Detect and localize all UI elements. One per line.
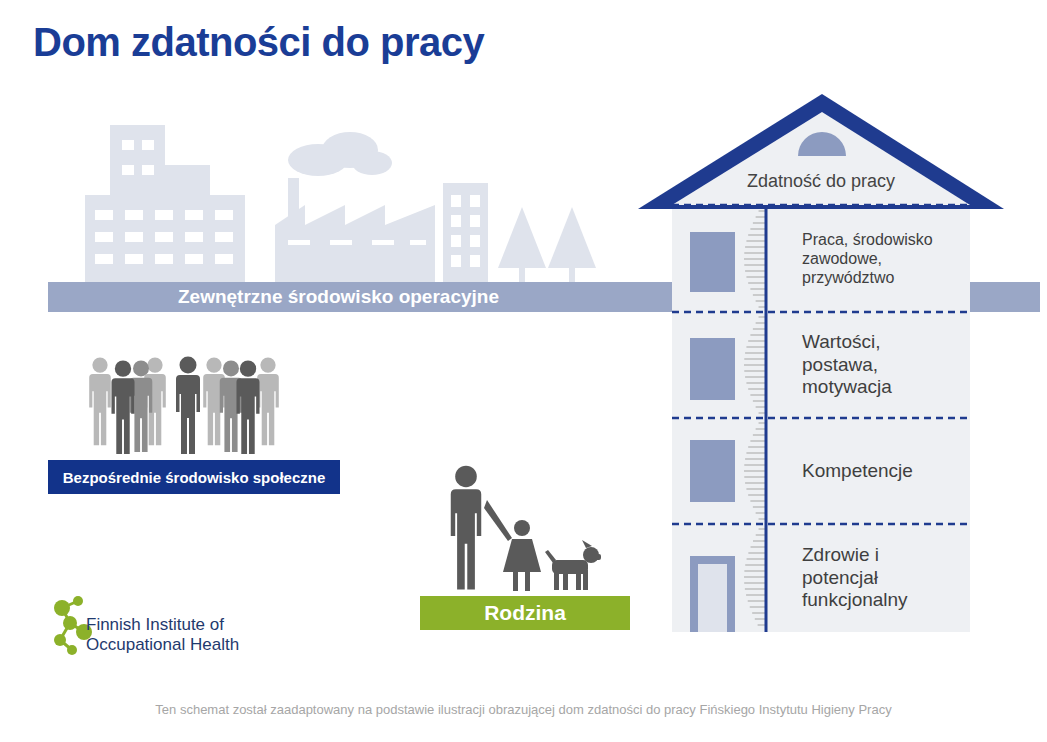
node-text: Kompetencje: [802, 460, 913, 483]
scale-tick: [744, 264, 766, 265]
scale-tick: [756, 428, 766, 429]
scale-tick: [750, 440, 766, 441]
scale-tick: [750, 228, 766, 229]
scale-tick: [756, 534, 766, 535]
city-silhouette: [85, 125, 596, 282]
scale-tick: [750, 606, 766, 607]
scale-tick: [753, 400, 766, 401]
scale-tick: [750, 394, 766, 395]
scale-tick: [744, 570, 766, 571]
caption: Ten schemat został zaadaptowany na podst…: [0, 702, 1047, 717]
environment-band: Zewnętrzne środowisko operacyjne: [48, 282, 672, 312]
scale-tick: [748, 388, 766, 389]
scale-tick: [745, 564, 766, 565]
scale-tick: [753, 222, 766, 223]
scale-tick: [746, 594, 766, 595]
scale-tick: [744, 582, 766, 583]
scale-tick: [746, 276, 766, 277]
scale-tick: [753, 294, 766, 295]
scale-tick: [744, 576, 766, 577]
text-block: Kompetencje: [672, 460, 913, 483]
text-block: Zdatność do pracy: [640, 171, 1002, 192]
scale-tick: [748, 446, 766, 447]
scale-tick: [745, 246, 766, 247]
scale-tick: [746, 382, 766, 383]
label-box: Rodzina: [420, 596, 630, 630]
band-extension: [968, 282, 1040, 312]
label-box: Bezpośrednie środowisko społeczne: [48, 460, 340, 494]
node-text: Bezpośrednie środowisko społeczne: [63, 469, 326, 486]
text-block: Rodzina: [476, 601, 574, 625]
scale-tick: [753, 328, 766, 329]
page-title: Dom zdatności do pracy: [33, 20, 484, 65]
scale-tick: [756, 512, 766, 513]
scale-tick: [747, 558, 766, 559]
family-figures: [451, 466, 601, 591]
scale-tick: [748, 494, 766, 495]
scale-tick: [746, 452, 766, 453]
scale-tick: [744, 370, 766, 371]
scale-tick: [755, 618, 766, 619]
scale-tick: [752, 612, 766, 613]
house-floor: Zdrowie i potencjał funkcjonalny: [672, 524, 970, 632]
scale-tick: [748, 282, 766, 283]
text-block: Zdrowie i potencjał funkcjonalny: [672, 544, 934, 612]
scale-tick: [744, 476, 766, 477]
scale-tick: [745, 588, 766, 589]
text-block: Wartości, postawa, motywacja: [672, 331, 934, 399]
scale-tick: [748, 600, 766, 601]
scale-tick: [756, 322, 766, 323]
scale-tick: [744, 464, 766, 465]
scale-tick: [744, 358, 766, 359]
node-text: Wartości, postawa, motywacja: [802, 331, 934, 399]
scale-tick: [756, 300, 766, 301]
text-block: Bezpośrednie środowisko społeczne: [55, 469, 334, 486]
node-text: Praca, środowisko zawodowe, przywództwo: [802, 230, 934, 288]
text-block: Praca, środowisko zawodowe, przywództwo: [672, 230, 934, 288]
scale-tick: [756, 216, 766, 217]
house: Zdatność do pracyPraca, środowisko zawod…: [640, 95, 1002, 632]
house-outline: [638, 94, 1004, 632]
scale-tick: [744, 258, 766, 259]
scale-tick: [750, 334, 766, 335]
node-text: Rodzina: [484, 601, 566, 625]
scale-tick: [753, 506, 766, 507]
people-group: [89, 357, 279, 455]
node-text: Zdatność do pracy: [640, 171, 1002, 192]
scale-tick: [748, 234, 766, 235]
scale-tick: [744, 364, 766, 365]
scale-tick: [744, 470, 766, 471]
building-windows: [95, 140, 480, 267]
scale-tick: [744, 252, 766, 253]
scale-tick: [748, 552, 766, 553]
scale-tick: [745, 352, 766, 353]
house-floor: Kompetencje: [672, 418, 970, 524]
node-text: Zdrowie i potencjał funkcjonalny: [802, 544, 934, 612]
house-floor: Praca, środowisko zawodowe, przywództwo: [672, 205, 970, 312]
scale-tick: [753, 434, 766, 435]
scale-tick: [745, 458, 766, 459]
scale-tick: [745, 270, 766, 271]
scale-tick: [756, 406, 766, 407]
scale-tick: [753, 540, 766, 541]
scale-tick: [746, 346, 766, 347]
scale-tick: [751, 546, 766, 547]
scale-tick: [748, 340, 766, 341]
house-floor: Wartości, postawa, motywacja: [672, 312, 970, 418]
scale-tick: [745, 482, 766, 483]
text-block: Zewnętrzne środowisko operacyjne: [48, 286, 499, 308]
node-text: Zewnętrzne środowisko operacyjne: [178, 286, 499, 308]
scale-tick: [750, 288, 766, 289]
scale-tick: [745, 376, 766, 377]
scale-tick: [750, 500, 766, 501]
scale-tick: [746, 240, 766, 241]
scale-tick: [746, 488, 766, 489]
logo-text: Finnish Institute of Occupational Health: [86, 615, 266, 655]
